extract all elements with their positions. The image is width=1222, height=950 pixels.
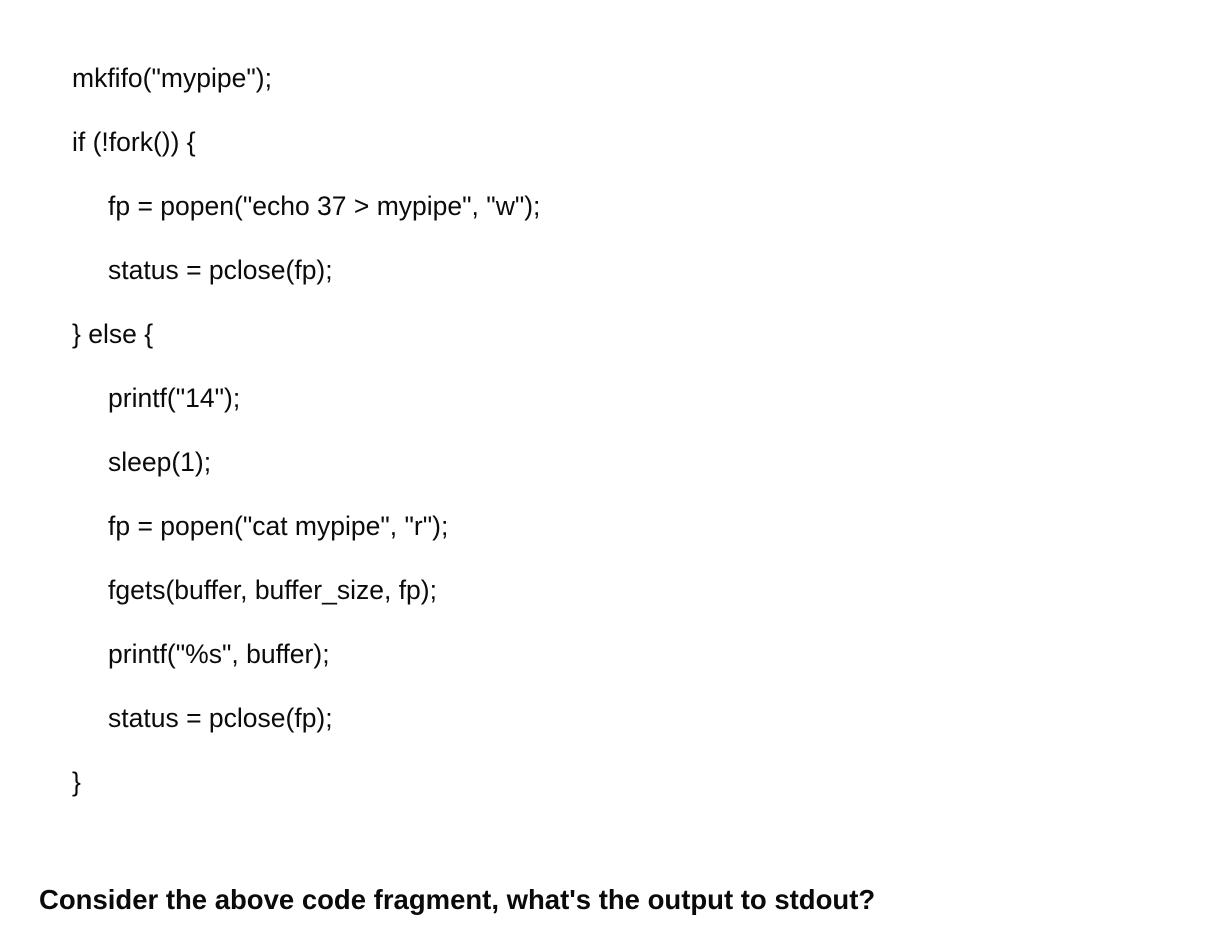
code-line: } else { [72, 319, 154, 349]
code-line: mkfifo("mypipe"); [72, 63, 272, 93]
question-section: Consider the above code fragment, what's… [0, 880, 1222, 920]
code-line: fp = popen("cat mypipe", "r"); [108, 511, 449, 541]
code-line: } [72, 767, 81, 797]
code-line: fgets(buffer, buffer_size, fp); [108, 575, 437, 605]
code-line: if (!fork()) { [72, 127, 196, 157]
code-line: printf("14"); [108, 383, 241, 413]
code-line: status = pclose(fp); [108, 255, 333, 285]
code-line: fp = popen("echo 37 > mypipe", "w"); [108, 191, 541, 221]
question-prompt: Consider the above code fragment, what's… [39, 884, 876, 915]
code-fragment: mkfifo("mypipe"); if (!fork()) { fp = po… [0, 46, 1222, 814]
code-line: sleep(1); [108, 447, 212, 477]
code-line: printf("%s", buffer); [108, 639, 330, 669]
code-line: status = pclose(fp); [108, 703, 333, 733]
